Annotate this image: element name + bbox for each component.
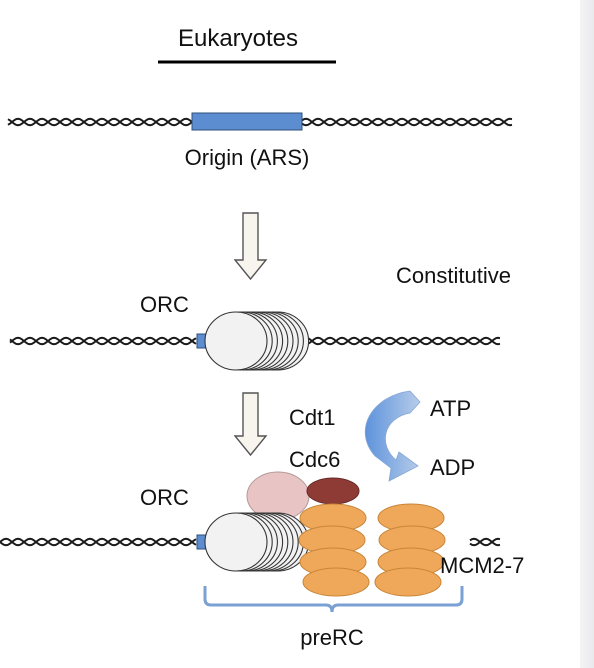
orc-complex-stage3 [204,512,310,572]
mcm2-7-double-hexamer [298,503,446,597]
orc-subunit-disc [204,512,268,572]
prerc-label: preRC [300,625,364,650]
dna-strand-1-a [7,117,513,127]
cdt1-label: Cdt1 [289,405,335,430]
down-arrow-1 [233,212,268,281]
orc-label-stage2: ORC [140,292,189,317]
mcm-subunit [302,567,370,597]
mcm-subunit [374,567,442,597]
orc-subunit-disc [204,311,268,371]
origin-label: Origin (ARS) [185,145,310,170]
dna-strand-2-b [9,336,501,346]
orc-label-stage3: ORC [140,485,189,510]
cdc6-label: Cdc6 [289,447,340,472]
dna-strand-3 [0,537,501,547]
dna-strand-3-b [0,537,501,547]
atp-label: ATP [430,396,471,421]
dna-strand-1-b [7,117,513,127]
origin-ars-box [191,112,303,131]
constitutive-label: Constitutive [396,263,511,288]
right-edge-strip [580,0,594,668]
prerc-bracket [203,586,464,613]
dna-strand-3-a [0,537,501,547]
atp-to-adp-arrow [364,390,421,482]
orc-complex-stage2 [204,311,310,371]
dna-strand-2 [9,336,501,346]
header-title: Eukaryotes [178,25,298,52]
mcm-label: MCM2-7 [440,553,524,578]
cdc6-protein [306,477,360,505]
down-arrow-2 [233,392,268,457]
dna-strand-1 [7,117,513,127]
adp-label: ADP [430,455,475,480]
